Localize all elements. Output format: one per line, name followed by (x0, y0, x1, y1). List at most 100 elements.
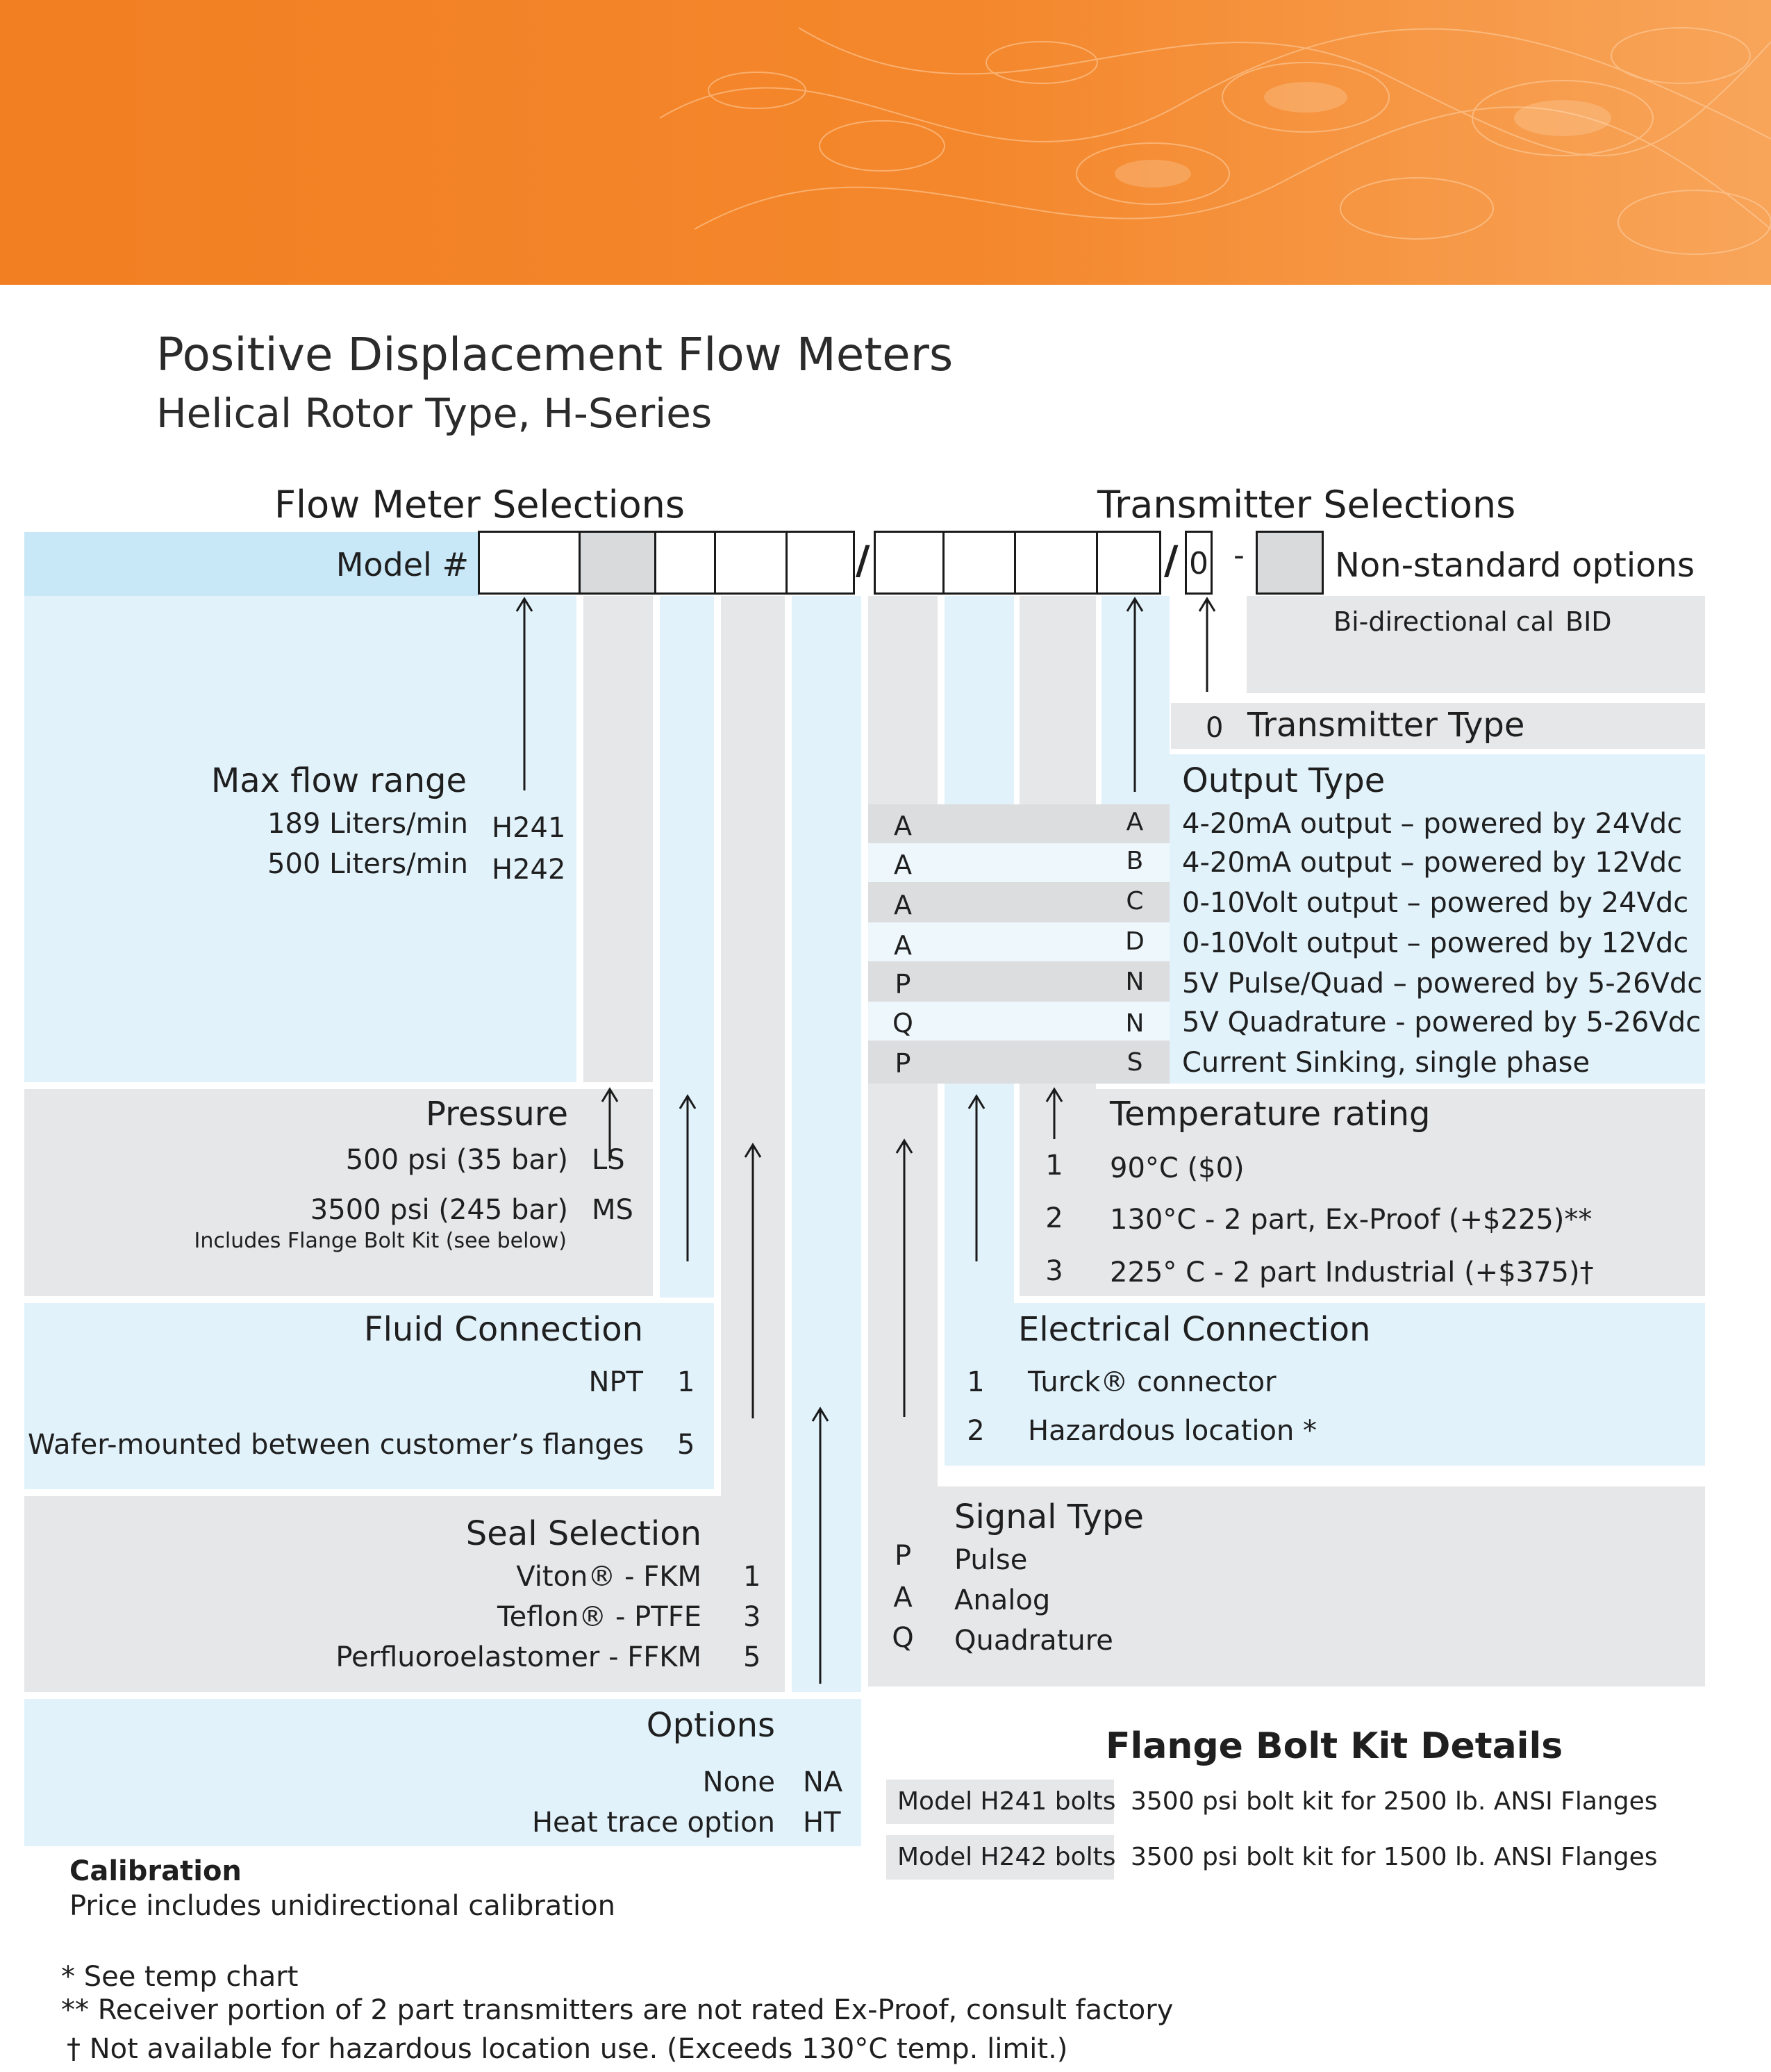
options-code-1: NA (803, 1766, 843, 1798)
fluid-panel (24, 1303, 714, 1489)
model-box-temperature[interactable] (1014, 531, 1098, 595)
pressure-code-2: MS (592, 1194, 633, 1226)
options-code-2: HT (803, 1807, 841, 1839)
model-dash: - (1233, 538, 1245, 573)
flange-kit-heading: Flange Bolt Kit Details (1106, 1725, 1563, 1767)
fluid-code-1: 1 (677, 1366, 695, 1398)
model-fixed-zero: 0 (1189, 546, 1208, 581)
model-box-output[interactable] (1096, 531, 1161, 595)
output-label-2: 4-20mA output – powered by 12Vdc (1182, 847, 1683, 879)
electrical-heading: Electrical Connection (1018, 1310, 1371, 1349)
model-box-electrical[interactable] (942, 531, 1016, 595)
fluid-label-2: Wafer-mounted between customer’s flanges (28, 1429, 645, 1461)
signal-label-1: Pulse (954, 1544, 1028, 1576)
seal-code-3: 5 (743, 1641, 761, 1673)
model-number-label: Model # (335, 546, 469, 583)
flange-kit-row-2-desc: 3500 psi bolt kit for 1500 lb. ANSI Flan… (1131, 1843, 1658, 1871)
max-flow-heading: Max flow range (210, 761, 467, 800)
output-code-5: N (1125, 968, 1145, 996)
model-box-fluid[interactable] (654, 531, 716, 595)
output-signal-6: Q (892, 1008, 913, 1038)
output-signal-2: A (894, 849, 912, 880)
pressure-heading: Pressure (426, 1095, 568, 1134)
output-row-band-3 (868, 882, 1170, 922)
options-column-lower (792, 1298, 861, 1692)
max-flow-code-1: H241 (492, 812, 566, 844)
output-label-1: 4-20mA output – powered by 24Vdc (1182, 808, 1683, 840)
electrical-panel (945, 1303, 1705, 1466)
output-signal-1: A (894, 811, 912, 841)
model-box-nonstandard[interactable] (1256, 531, 1324, 595)
signal-label-3: Quadrature (954, 1625, 1113, 1657)
output-signal-7: P (895, 1048, 911, 1079)
max-flow-label-2: 500 Liters/min (267, 848, 468, 880)
seal-code-1: 1 (743, 1561, 761, 1593)
model-slash-1: / (856, 538, 870, 583)
pressure-label-2: 3500 psi (245 bar) (310, 1194, 568, 1226)
output-signal-4: A (894, 930, 912, 961)
max-flow-panel (24, 596, 576, 1082)
temperature-label-2: 130°C - 2 part, Ex-Proof (+$225)** (1110, 1204, 1593, 1236)
output-row-band-2 (868, 843, 1170, 882)
options-heading: Options (646, 1706, 775, 1745)
output-code-1: A (1126, 808, 1144, 836)
seal-label-3: Perfluoroelastomer - FFKM (335, 1641, 701, 1673)
output-row-band-7 (868, 1041, 1170, 1084)
model-box-transmitter-type (1185, 531, 1213, 595)
output-code-2: B (1126, 847, 1144, 875)
output-label-4: 0-10Volt output – powered by 12Vdc (1182, 927, 1689, 959)
options-column (792, 596, 861, 1298)
signal-code-1: P (894, 1540, 912, 1572)
output-signal-3: A (894, 890, 912, 920)
options-label-2: Heat trace option (531, 1807, 775, 1839)
footnote-1: * See temp chart (61, 1961, 299, 1993)
signal-label-2: Analog (954, 1584, 1051, 1616)
fluid-heading: Fluid Connection (363, 1310, 643, 1349)
temperature-heading: Temperature rating (1110, 1095, 1431, 1134)
electrical-label-2: Hazardous location * (1028, 1415, 1317, 1447)
options-panel (24, 1699, 861, 1846)
seal-panel (24, 1496, 785, 1692)
electrical-code-2: 2 (967, 1415, 985, 1447)
footnote-3: † Not available for hazardous location u… (67, 2033, 1068, 2065)
header-banner (0, 0, 1771, 285)
pressure-label-1: 500 psi (35 bar) (345, 1144, 568, 1176)
model-box-flow-range[interactable] (478, 531, 581, 595)
output-row-band-4 (868, 922, 1170, 961)
calibration-heading: Calibration (69, 1855, 242, 1887)
output-row-band-1 (868, 804, 1170, 843)
bidir-cal-code: BID (1565, 606, 1612, 637)
model-header-band (24, 532, 479, 596)
output-code-4: D (1125, 927, 1145, 956)
transmitter-type-panel (1171, 703, 1705, 749)
flange-kit-row-1-model-cell (886, 1780, 1114, 1824)
signal-code-3: Q (892, 1622, 914, 1654)
temperature-label-1: 90°C ($0) (1110, 1152, 1245, 1184)
temperature-panel (1020, 1089, 1705, 1296)
seal-code-2: 3 (743, 1601, 761, 1633)
model-slash-2: / (1164, 538, 1179, 583)
output-label-3: 0-10Volt output – powered by 24Vdc (1182, 887, 1689, 919)
output-label-6: 5V Quadrature - powered by 5-26Vdc (1182, 1006, 1702, 1038)
options-label-1: None (702, 1766, 775, 1798)
signal-type-heading: Signal Type (954, 1498, 1144, 1536)
pressure-panel (24, 1089, 653, 1296)
flow-meter-selections-heading: Flow Meter Selections (274, 483, 685, 527)
output-code-3: C (1126, 887, 1144, 915)
model-box-options[interactable] (785, 531, 855, 595)
output-type-heading: Output Type (1182, 761, 1386, 800)
output-code-7: S (1126, 1048, 1143, 1077)
output-label-5: 5V Pulse/Quad – powered by 5-26Vdc (1182, 968, 1703, 1000)
seal-label-2: Teflon® - PTFE (497, 1601, 701, 1633)
pressure-code-1: LS (592, 1144, 625, 1176)
transmitter-selections-heading: Transmitter Selections (1097, 483, 1516, 527)
fluid-label-1: NPT (588, 1366, 643, 1398)
signal-panel (868, 1486, 1705, 1686)
page-title: Positive Displacement Flow Meters (156, 328, 954, 381)
banner-wave-pattern (659, 27, 1771, 255)
seal-label-1: Viton® - FKM (516, 1561, 701, 1593)
flange-kit-row-2-model-cell (886, 1835, 1114, 1880)
seal-heading: Seal Selection (465, 1514, 701, 1553)
